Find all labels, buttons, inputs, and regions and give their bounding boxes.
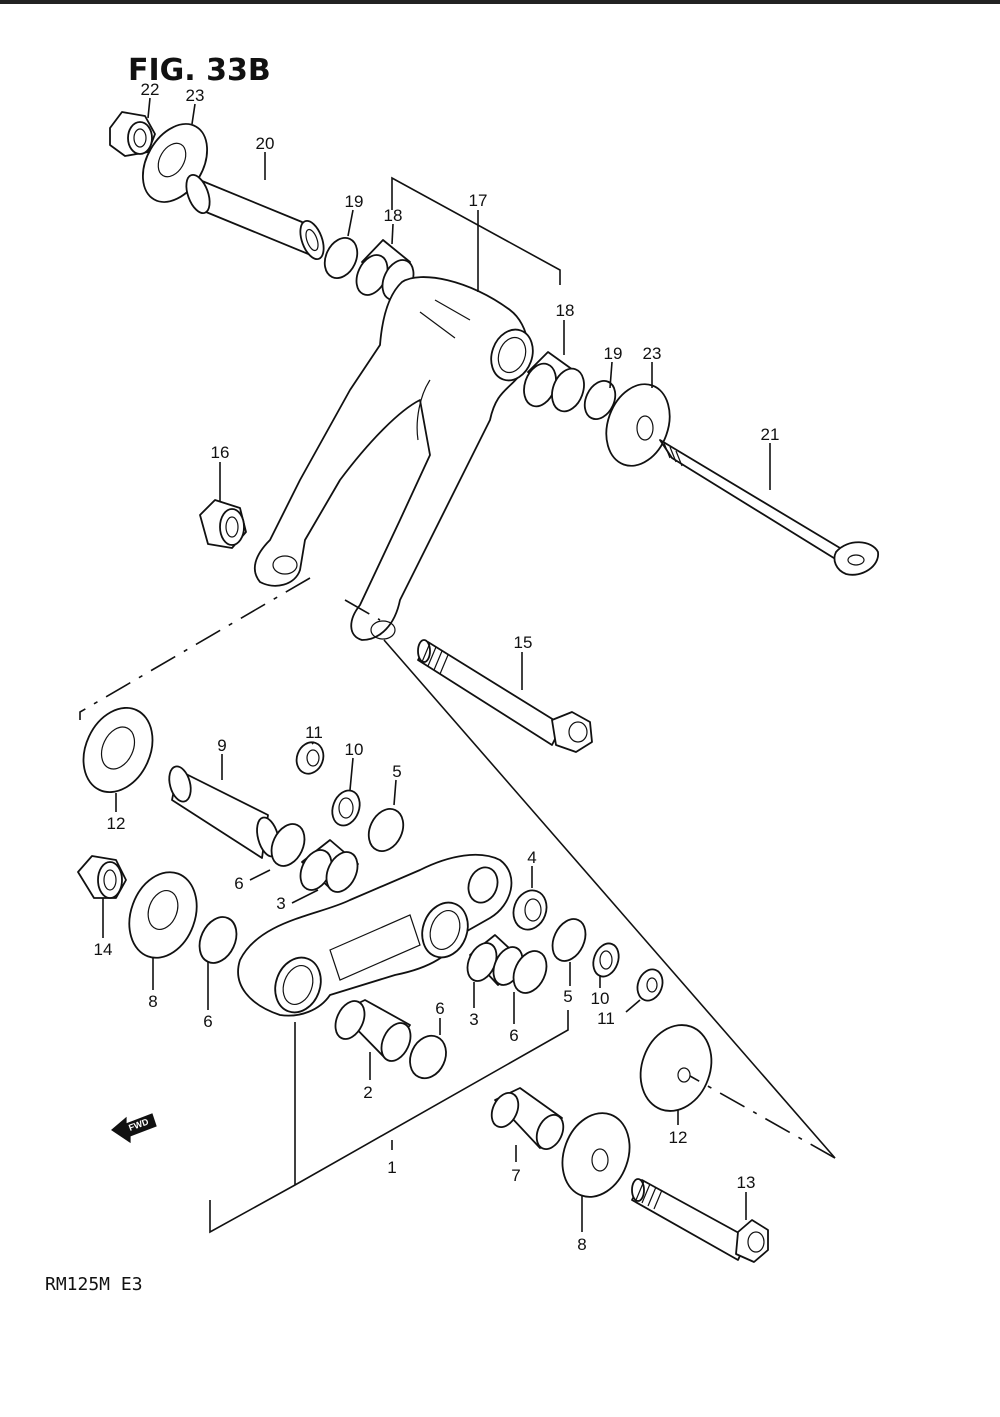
part-22-nut [109, 111, 156, 157]
callout-21: 21 [761, 425, 780, 444]
fwd-arrow-icon: FWD [111, 1113, 157, 1144]
callout-12: 12 [669, 1128, 688, 1147]
part-10-spacer-right [592, 942, 620, 978]
callout-11: 11 [305, 723, 323, 742]
callout-6: 6 [203, 1012, 212, 1031]
part-11-seal-upper [295, 741, 325, 775]
callout-23: 23 [643, 344, 662, 363]
callout-11: 11 [597, 1009, 615, 1028]
part-5-oring-upper [367, 808, 405, 852]
part-7-collar [490, 1087, 565, 1150]
callout-4: 4 [527, 848, 536, 867]
callout-2: 2 [363, 1083, 372, 1102]
part-6-oring-b [198, 916, 238, 964]
part-18-bearing-right [523, 351, 585, 413]
part-15-bolt [417, 639, 593, 753]
part-4-collar [512, 889, 548, 931]
callout-18: 18 [384, 206, 403, 225]
part-11-seal-right [636, 968, 664, 1002]
part-13-bolt [631, 1178, 769, 1263]
part-1-link [237, 853, 513, 1017]
callout-17: 17 [469, 191, 488, 210]
callout-6: 6 [435, 999, 444, 1018]
model-code: RM125M E3 [45, 1274, 143, 1295]
callout-13: 13 [737, 1173, 756, 1192]
callout-numbers: 22 23 20 19 18 17 18 19 23 21 16 15 11 1… [94, 80, 780, 1254]
part-19-oring-left [323, 237, 359, 279]
callout-5: 5 [563, 987, 572, 1006]
part-16-nut [199, 499, 247, 549]
part-20-sleeve [185, 173, 325, 261]
part-6-oring-d [409, 1034, 447, 1080]
callout-20: 20 [256, 134, 275, 153]
part-9-sleeve [168, 765, 280, 859]
part-19-oring-right [583, 380, 617, 420]
callout-6: 6 [509, 1026, 518, 1045]
callout-19: 19 [604, 344, 623, 363]
callout-14: 14 [94, 940, 113, 959]
callout-6: 6 [234, 874, 243, 893]
callout-8: 8 [577, 1235, 586, 1254]
callout-1: 1 [387, 1158, 396, 1177]
callout-5: 5 [392, 762, 401, 781]
figure-title: FIG. 33B [128, 53, 271, 88]
part-8-washer-lower [561, 1112, 631, 1198]
callout-12: 12 [107, 814, 126, 833]
part-17-lever [253, 276, 534, 641]
callout-16: 16 [211, 443, 230, 462]
part-6-oring-c [512, 950, 548, 994]
callout-10: 10 [345, 740, 364, 759]
callout-18: 18 [556, 301, 575, 320]
callout-10: 10 [591, 989, 610, 1008]
leader-lines [79, 97, 836, 1234]
callout-8: 8 [148, 992, 157, 1011]
part-6-oring-a [270, 823, 306, 867]
callout-3: 3 [469, 1010, 478, 1029]
part-21-bolt [659, 439, 879, 576]
part-10-spacer-upper [331, 789, 361, 827]
callout-19: 19 [345, 192, 364, 211]
part-5-oring-right [551, 918, 587, 962]
scan-edge [0, 0, 1000, 4]
callout-9: 9 [217, 736, 226, 755]
part-14-nut [77, 855, 127, 899]
callout-3: 3 [276, 894, 285, 913]
part-12-washer-left [82, 706, 154, 794]
part-12-washer-right [639, 1024, 713, 1112]
callout-15: 15 [514, 633, 533, 652]
part-3-bearing-a [299, 839, 359, 893]
callout-7: 7 [511, 1166, 520, 1185]
part-8-washer-left [128, 871, 198, 959]
callout-22: 22 [141, 80, 160, 99]
callout-23: 23 [186, 86, 205, 105]
part-18-bearing-left [355, 239, 415, 301]
part-2-bearing [334, 999, 412, 1062]
